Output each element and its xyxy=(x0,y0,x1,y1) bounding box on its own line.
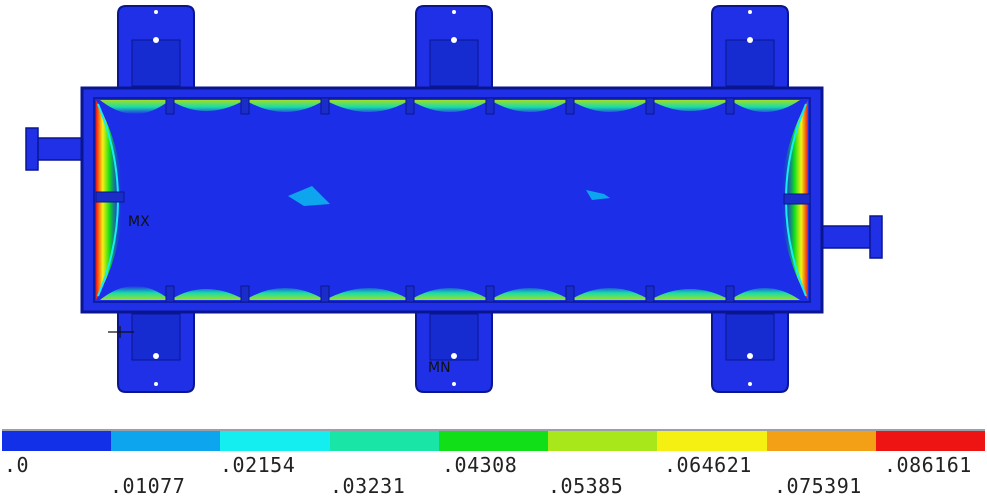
top-support-right xyxy=(711,5,789,89)
bottom-support-left xyxy=(108,311,195,393)
top-support-center xyxy=(415,5,493,89)
legend-label-5: .04308 xyxy=(442,453,518,477)
max-marker-label: MX xyxy=(128,214,150,230)
legend-swatch-1 xyxy=(2,431,112,451)
legend-swatch-7 xyxy=(657,431,767,451)
contour-legend: .0 .01077 .02154 .03231 .04308 .05385 .0… xyxy=(0,420,987,503)
top-support-left xyxy=(117,5,195,89)
legend-label-7: .064621 xyxy=(664,453,752,477)
legend-swatch-6 xyxy=(548,431,658,451)
legend-label-2: .01077 xyxy=(110,474,186,498)
min-marker-label: MN xyxy=(428,360,451,376)
legend-label-6: .05385 xyxy=(548,474,624,498)
legend-label-3: .02154 xyxy=(220,453,296,477)
legend-swatch-4 xyxy=(329,431,439,451)
legend-swatch-2 xyxy=(111,431,221,451)
legend-label-4: .03231 xyxy=(330,474,406,498)
legend-label-1: .0 xyxy=(4,453,30,477)
legend-swatch-3 xyxy=(220,431,330,451)
bottom-support-right xyxy=(711,311,789,393)
legend-swatch-9 xyxy=(875,431,985,451)
fea-contour-plot: MX MN xyxy=(25,5,883,393)
model-viewport: MX MN xyxy=(25,5,883,393)
legend-label-8: .075391 xyxy=(774,474,862,498)
legend-color-bar xyxy=(2,429,985,453)
right-nozzle xyxy=(821,215,883,259)
vessel-body xyxy=(80,86,824,314)
legend-swatch-5 xyxy=(438,431,549,451)
legend-swatch-8 xyxy=(766,431,876,451)
bottom-support-center xyxy=(415,311,493,393)
left-nozzle xyxy=(25,127,87,171)
legend-label-9: .086161 xyxy=(884,453,972,477)
